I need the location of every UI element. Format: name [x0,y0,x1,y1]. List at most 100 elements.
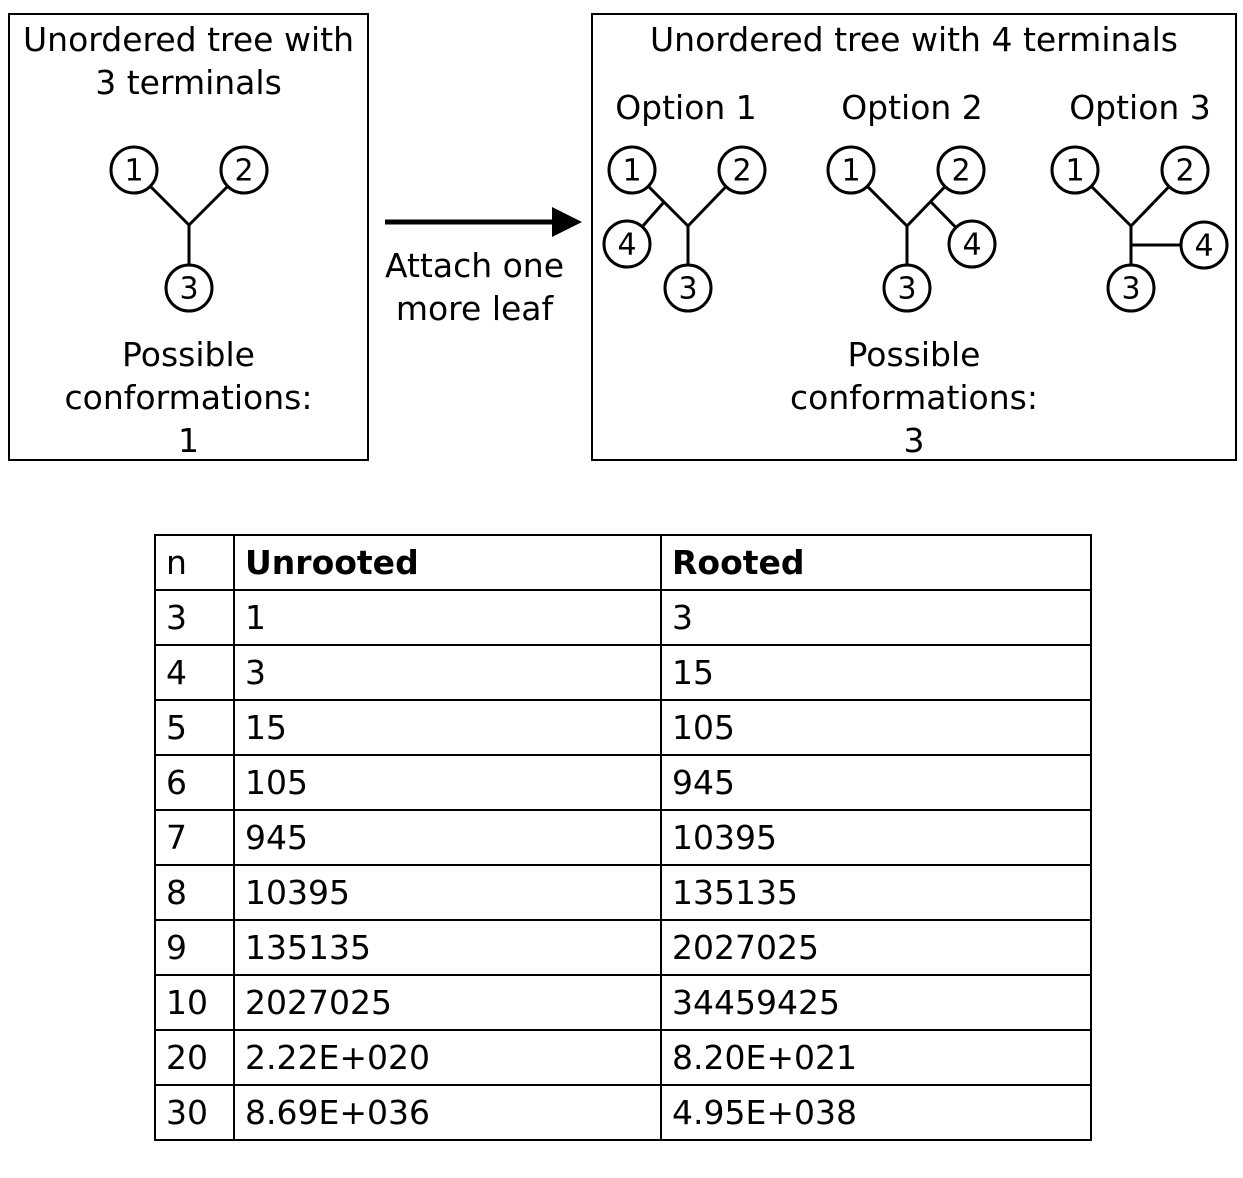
svg-text:2: 2 [234,154,253,189]
left-conformations: Possible conformations: 1 [8,333,369,462]
header-n: n [154,534,235,591]
option-1-tree: 1 2 3 4 [602,145,767,313]
left-panel-title: Unordered tree with 3 terminals [8,18,369,104]
cell-unrooted: 2.22E+020 [233,1029,662,1086]
right-conformations-line1: Possible [847,335,981,374]
svg-text:4: 4 [617,228,636,263]
cell-unrooted: 2027025 [233,974,662,1031]
right-conformations-value: 3 [903,421,925,460]
cell-unrooted: 15 [233,699,662,756]
tree-node: 2 [936,145,986,195]
svg-text:2: 2 [732,154,751,189]
cell-rooted: 4.95E+038 [660,1084,1092,1141]
cell-rooted: 945 [660,754,1092,811]
svg-text:4: 4 [1194,229,1213,264]
cell-unrooted: 3 [233,644,662,701]
svg-text:3: 3 [678,272,697,307]
svg-text:2: 2 [951,154,970,189]
svg-text:1: 1 [1065,154,1084,189]
svg-text:3: 3 [179,272,198,307]
cell-rooted: 105 [660,699,1092,756]
option-3-label: Option 3 [1069,88,1211,127]
svg-text:1: 1 [622,154,641,189]
cell-n: 7 [154,809,235,866]
cell-unrooted: 105 [233,754,662,811]
left-conformations-line1: Possible [122,335,255,374]
tree-node: 4 [602,219,652,269]
cell-unrooted: 8.69E+036 [233,1084,662,1141]
tree-node: 3 [663,263,713,313]
svg-text:3: 3 [897,272,916,307]
right-conformations-line2: conformations: [790,378,1038,417]
tree-node: 1 [607,145,657,195]
tree-node: 3 [164,263,214,313]
option-2-tree: 1 2 3 4 [826,145,997,313]
cell-rooted: 34459425 [660,974,1092,1031]
left-title-line2: 3 terminals [95,63,282,102]
option-3-tree: 1 2 3 4 [1050,145,1229,313]
header-rooted: Rooted [660,534,1092,591]
three-leaf-tree: 1 2 3 [109,145,269,313]
cell-rooted: 3 [660,589,1092,646]
header-unrooted: Unrooted [233,534,662,591]
tree-node: 2 [717,145,767,195]
right-panel-title: Unordered tree with 4 terminals [650,20,1178,59]
cell-n: 10 [154,974,235,1031]
cell-unrooted: 1 [233,589,662,646]
cell-unrooted: 945 [233,809,662,866]
left-title-line1: Unordered tree with [23,20,354,59]
cell-n: 20 [154,1029,235,1086]
cell-n: 4 [154,644,235,701]
arrow-label: Attach one more leaf [372,244,577,330]
cell-unrooted: 135135 [233,919,662,976]
svg-text:1: 1 [841,154,860,189]
svg-text:1: 1 [124,154,143,189]
arrow-right-icon [385,207,582,237]
arrow-label-line2: more leaf [395,289,554,328]
right-conformations: Possible conformations: 3 [591,333,1237,462]
cell-n: 8 [154,864,235,921]
cell-rooted: 15 [660,644,1092,701]
tree-node: 1 [826,145,876,195]
tree-node: 4 [947,219,997,269]
tree-node: 3 [882,263,932,313]
svg-text:2: 2 [1175,154,1194,189]
svg-text:4: 4 [962,228,981,263]
cell-n: 30 [154,1084,235,1141]
left-conformations-line2: conformations: [64,378,313,417]
cell-unrooted: 10395 [233,864,662,921]
four-terminal-panel [591,13,1237,461]
svg-text:3: 3 [1121,272,1140,307]
option-1-label: Option 1 [615,88,757,127]
left-conformations-value: 1 [178,421,199,460]
table-header-row: n Unrooted Rooted [154,534,1092,591]
cell-n: 5 [154,699,235,756]
cell-rooted: 135135 [660,864,1092,921]
cell-rooted: 2027025 [660,919,1092,976]
cell-n: 6 [154,754,235,811]
cell-n: 3 [154,589,235,646]
arrow-label-line1: Attach one [384,246,565,285]
tree-node: 2 [219,145,269,195]
tree-diagrams: 1 2 3 1 2 3 4 1 2 3 4 1 2 3 4 [109,145,1229,313]
tree-node: 3 [1106,263,1156,313]
tree-node: 1 [1050,145,1100,195]
tree-node: 1 [109,145,159,195]
cell-rooted: 8.20E+021 [660,1029,1092,1086]
cell-rooted: 10395 [660,809,1092,866]
cell-n: 9 [154,919,235,976]
tree-node: 2 [1160,145,1210,195]
tree-node: 4 [1179,220,1229,270]
